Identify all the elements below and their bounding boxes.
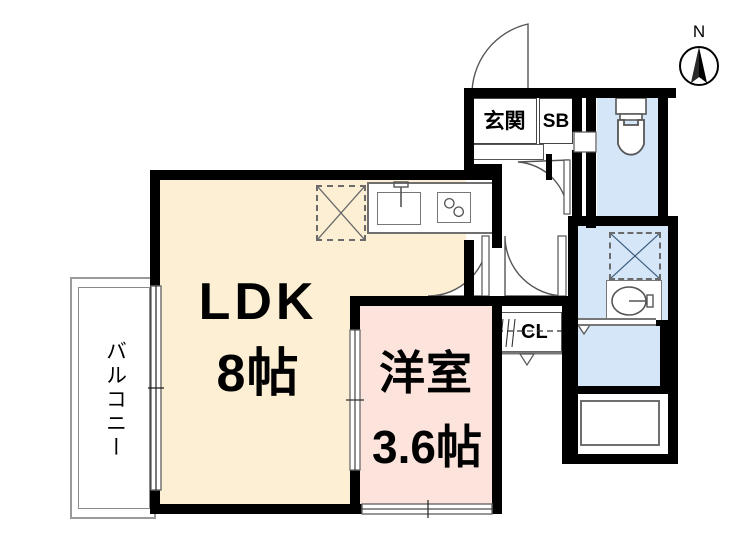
compass-north-icon bbox=[679, 46, 719, 86]
balcony-label-wrap: バルコニー bbox=[95, 330, 135, 470]
wall-washroom-left bbox=[568, 216, 578, 464]
hall-door[interactable] bbox=[504, 235, 567, 298]
compass-north-label: N bbox=[692, 22, 706, 41]
washing-machine-space-icon bbox=[609, 232, 661, 280]
wall-bath-bottom bbox=[568, 454, 678, 464]
bedroom-door[interactable] bbox=[346, 329, 364, 471]
genkan-label: 玄関 bbox=[483, 109, 526, 133]
balcony-inner bbox=[78, 287, 150, 509]
wall-washroom-div-right bbox=[655, 320, 678, 326]
vanity-sink-icon bbox=[611, 286, 654, 316]
bathtub-icon bbox=[580, 400, 660, 446]
wall-ldk-bottom bbox=[150, 504, 502, 514]
shoe-box: SB bbox=[539, 98, 573, 144]
wall-hall-right bbox=[562, 296, 572, 464]
wall-bath-top bbox=[568, 386, 678, 394]
entry-door[interactable] bbox=[471, 18, 534, 99]
closet-label: CL bbox=[521, 321, 548, 343]
genkan-inner-door[interactable] bbox=[517, 159, 571, 216]
ldk-door[interactable] bbox=[427, 235, 490, 298]
bedroom-floor bbox=[358, 306, 494, 506]
ldk-label-line2: 8帖 bbox=[216, 345, 300, 403]
wall-toilet-left-lower bbox=[572, 150, 582, 226]
wall-bedroom-top bbox=[350, 296, 502, 306]
kitchen-sink-icon bbox=[377, 192, 421, 225]
toilet-icon bbox=[615, 97, 647, 156]
wall-closet-top bbox=[494, 296, 572, 306]
wall-bath-right-inner bbox=[660, 326, 668, 388]
bathroom-floor bbox=[578, 326, 668, 388]
ldk-floor bbox=[158, 178, 358, 506]
wall-genkan-left-stub bbox=[464, 164, 502, 174]
wall-sb-stub bbox=[546, 154, 552, 180]
wall-ldk-right-upper bbox=[492, 170, 502, 248]
wall-hall-left bbox=[464, 240, 474, 306]
wall-washroom-top bbox=[568, 216, 678, 226]
genkan-area: 玄関 bbox=[472, 98, 537, 144]
compass: N bbox=[676, 22, 722, 86]
wall-bedroom-right bbox=[492, 300, 502, 514]
closet-door-marker[interactable] bbox=[496, 351, 562, 367]
wall-ldk-top bbox=[150, 170, 502, 180]
bedroom-label-line2: 3.6帖 bbox=[372, 421, 482, 473]
wall-genkan-top bbox=[464, 88, 676, 98]
bedroom-window[interactable] bbox=[361, 500, 493, 518]
wall-toilet-left-upper bbox=[572, 88, 582, 132]
genkan-step bbox=[472, 144, 544, 160]
wall-genkan-left bbox=[464, 88, 474, 174]
washroom-sliding-door[interactable] bbox=[578, 318, 656, 326]
wall-washroom-div-left bbox=[568, 320, 578, 326]
bedroom-label-line1: 洋室 bbox=[379, 347, 473, 399]
refrigerator-space-icon bbox=[316, 185, 366, 241]
ldk-label-line1: LDK bbox=[198, 273, 318, 331]
closet-centerline bbox=[497, 330, 563, 332]
stove-icon bbox=[437, 192, 471, 223]
faucet-icon bbox=[393, 181, 409, 207]
wall-wet-right bbox=[668, 216, 678, 464]
wall-toilet-right bbox=[658, 88, 668, 224]
closet-rod-icon bbox=[499, 318, 516, 348]
balcony-label: バルコニー bbox=[103, 340, 127, 460]
wall-toilet-inner-left bbox=[586, 88, 596, 228]
balcony-sliding-door[interactable] bbox=[148, 285, 164, 491]
toilet-door[interactable] bbox=[573, 131, 597, 153]
closet: CL bbox=[496, 312, 563, 352]
shoe-box-label: SB bbox=[542, 110, 570, 132]
